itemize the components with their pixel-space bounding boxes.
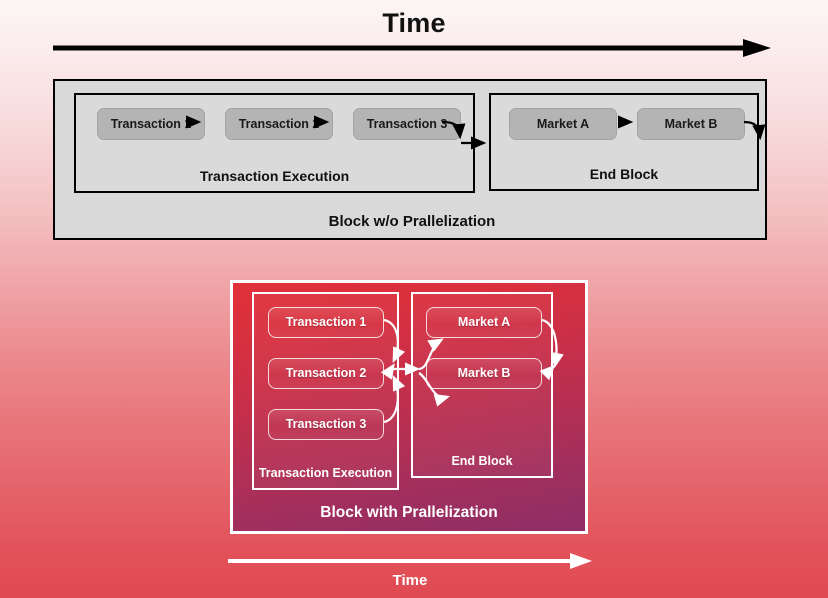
bottom-group-label-transaction-execution: Transaction Execution [258,466,393,480]
bottom-node-transaction-2[interactable]: Transaction 2 [268,358,384,389]
top-group-transaction-execution: Transaction 1 Transaction 2 Transaction … [74,93,475,193]
top-group-label-end-block: End Block [589,166,659,182]
top-group-end-block: Market A Market B End Block [489,93,759,191]
bottom-node-market-b[interactable]: Market B [426,358,542,389]
bottom-node-transaction-3[interactable]: Transaction 3 [268,409,384,440]
block-with-parallelization: Transaction 1 Transaction 2 Transaction … [230,280,588,534]
bottom-group-end-block: Market A Market B End Block [411,292,553,478]
bottom-card-label: Block with Prallelization [320,504,498,521]
bottom-node-transaction-1[interactable]: Transaction 1 [268,307,384,338]
bottom-node-market-a[interactable]: Market A [426,307,542,338]
top-node-transaction-2[interactable]: Transaction 2 [225,108,333,140]
top-outer-block-label: Block w/o Prallelization [328,213,496,230]
top-group-label-transaction-execution: Transaction Execution [199,168,350,184]
bottom-time-arrow-icon [228,553,592,569]
top-time-arrow-icon [53,39,771,57]
top-node-transaction-3[interactable]: Transaction 3 [353,108,461,140]
top-time-title: Time [382,8,446,38]
block-without-parallelization: Transaction 1 Transaction 2 Transaction … [53,79,767,240]
top-node-transaction-1[interactable]: Transaction 1 [97,108,205,140]
bottom-group-transaction-execution: Transaction 1 Transaction 2 Transaction … [252,292,399,490]
bottom-group-label-end-block: End Block [451,454,513,468]
top-node-market-a[interactable]: Market A [509,108,617,140]
bottom-time-title: Time [392,572,428,589]
top-node-market-b[interactable]: Market B [637,108,745,140]
